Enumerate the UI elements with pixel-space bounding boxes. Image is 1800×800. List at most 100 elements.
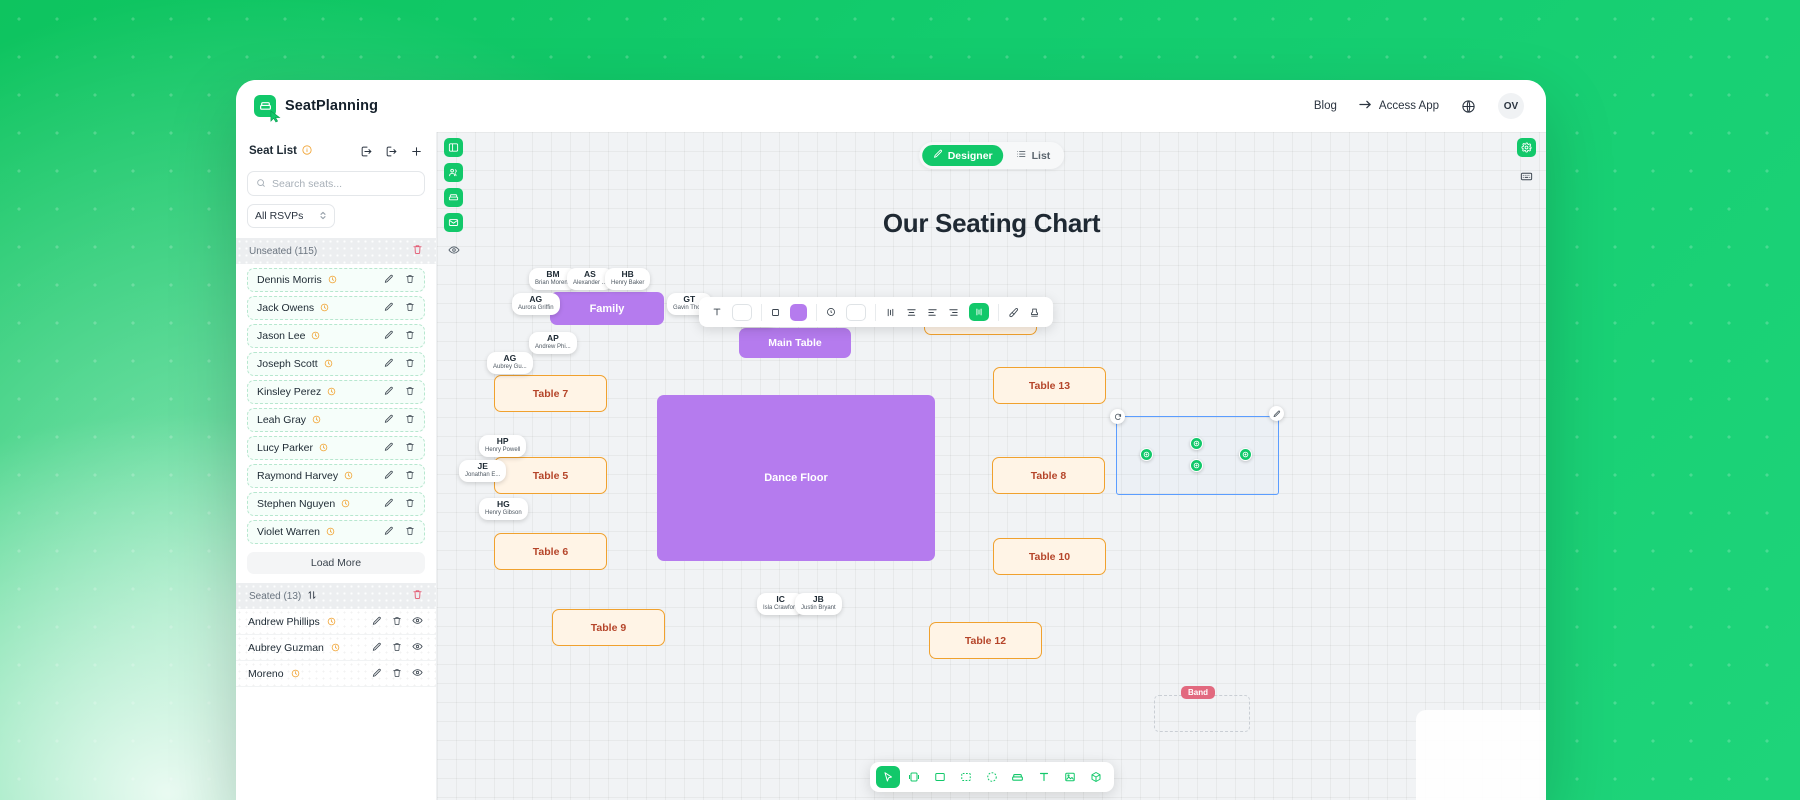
list-item[interactable]: Aubrey Guzman (236, 635, 436, 661)
panel-left-icon[interactable] (444, 138, 463, 157)
load-more-button[interactable]: Load More (247, 552, 425, 574)
tab-list[interactable]: List (1006, 145, 1062, 166)
brand[interactable]: SeatPlanning (254, 95, 378, 123)
table-object[interactable]: Table 8 (992, 457, 1105, 494)
eye-icon[interactable] (412, 639, 423, 657)
distribute-horizontal-icon[interactable] (964, 303, 994, 321)
sofa-icon[interactable] (1006, 766, 1030, 788)
trash-icon[interactable] (405, 439, 415, 457)
trash-icon[interactable] (405, 271, 415, 289)
zone-object[interactable]: Dance Floor (657, 395, 935, 561)
tab-designer[interactable]: Designer (921, 145, 1004, 166)
list-item[interactable]: Andrew Phillips (236, 609, 436, 635)
distribute-vertical-icon[interactable] (880, 307, 901, 318)
align-left-icon[interactable] (922, 307, 943, 318)
eye-icon[interactable] (412, 613, 423, 631)
keyboard-icon[interactable] (1517, 167, 1536, 186)
zone-object[interactable]: Family (550, 292, 664, 325)
seating-chart-canvas[interactable]: Designer List Our Seating Chart (437, 132, 1546, 800)
align-center-icon[interactable] (901, 307, 922, 318)
list-item[interactable]: Kinsley Perez (247, 380, 425, 404)
list-item[interactable]: Violet Warren (247, 520, 425, 544)
shapes-3d-icon[interactable] (1084, 766, 1108, 788)
search-seats-field[interactable] (247, 171, 425, 196)
gear-icon[interactable] (1517, 138, 1536, 157)
pencil-icon[interactable] (384, 299, 394, 317)
seated-group-header[interactable]: Seated (13) (236, 583, 436, 609)
seat-handle-right[interactable] (1239, 448, 1252, 461)
blog-link[interactable]: Blog (1313, 100, 1337, 112)
pencil-icon[interactable] (384, 411, 394, 429)
sort-icon[interactable] (307, 587, 317, 605)
table-object[interactable]: Table 7 (494, 375, 607, 412)
list-item[interactable]: Leah Gray (247, 408, 425, 432)
border-color-icon[interactable] (821, 307, 841, 317)
cursor-select-icon[interactable] (875, 766, 900, 788)
band-badge[interactable]: Band (1181, 686, 1215, 699)
pencil-icon[interactable] (384, 439, 394, 457)
stamp-icon[interactable] (1024, 307, 1045, 318)
rectangle-icon[interactable] (928, 766, 952, 788)
list-item[interactable]: Stephen Nguyen (247, 492, 425, 516)
trash-icon[interactable] (412, 587, 423, 605)
seat-icon[interactable] (444, 188, 463, 207)
trash-icon[interactable] (405, 411, 415, 429)
pencil-icon[interactable] (372, 639, 382, 657)
trash-icon[interactable] (412, 242, 423, 260)
list-item[interactable]: Joseph Scott (247, 352, 425, 376)
pencil-icon[interactable] (372, 665, 382, 683)
table-object[interactable]: Table 9 (552, 609, 665, 646)
text-icon[interactable] (1032, 766, 1056, 788)
trash-icon[interactable] (405, 523, 415, 541)
dashed-rectangle-icon[interactable] (954, 766, 978, 788)
list-item[interactable]: Raymond Harvey (247, 464, 425, 488)
plus-icon[interactable] (410, 145, 423, 158)
fill-square-icon[interactable] (766, 308, 785, 317)
mail-icon[interactable] (444, 213, 463, 232)
seat-handle-left[interactable] (1140, 448, 1153, 461)
unseated-group-header[interactable]: Unseated (115) (236, 238, 436, 264)
search-input[interactable] (272, 177, 416, 190)
trash-icon[interactable] (405, 495, 415, 513)
trash-icon[interactable] (405, 355, 415, 373)
zone-object[interactable]: Main Table (739, 328, 851, 358)
trash-icon[interactable] (405, 327, 415, 345)
eye-icon[interactable] (444, 240, 463, 259)
list-item[interactable]: Jack Owens (247, 296, 425, 320)
pencil-icon[interactable] (384, 523, 394, 541)
table-object[interactable]: Table 5 (494, 457, 607, 494)
table-object[interactable]: Table 13 (993, 367, 1106, 404)
pencil-icon[interactable] (384, 383, 394, 401)
info-icon[interactable] (302, 142, 312, 160)
people-icon[interactable] (444, 163, 463, 182)
add-seat-icon[interactable] (902, 766, 926, 788)
pencil-icon[interactable] (384, 355, 394, 373)
seat-handle-bottom[interactable] (1190, 459, 1203, 472)
border-color-swatch[interactable] (841, 303, 871, 321)
import-icon[interactable] (360, 145, 373, 158)
image-icon[interactable] (1058, 766, 1082, 788)
trash-icon[interactable] (392, 639, 402, 657)
pencil-icon[interactable] (384, 271, 394, 289)
band-area[interactable] (1154, 695, 1250, 732)
edit-selection-icon[interactable] (1269, 406, 1284, 421)
text-color-swatch[interactable] (727, 303, 757, 321)
pencil-icon[interactable] (372, 613, 382, 631)
text-color-icon[interactable] (707, 307, 727, 317)
list-item[interactable]: Moreno (236, 661, 436, 687)
table-object[interactable]: Table 6 (494, 533, 607, 570)
list-item[interactable]: Lucy Parker (247, 436, 425, 460)
trash-icon[interactable] (405, 383, 415, 401)
rotate-handle-icon[interactable] (1110, 409, 1125, 424)
seat-handle-top[interactable] (1190, 437, 1203, 450)
paint-brush-icon[interactable] (1003, 307, 1024, 318)
